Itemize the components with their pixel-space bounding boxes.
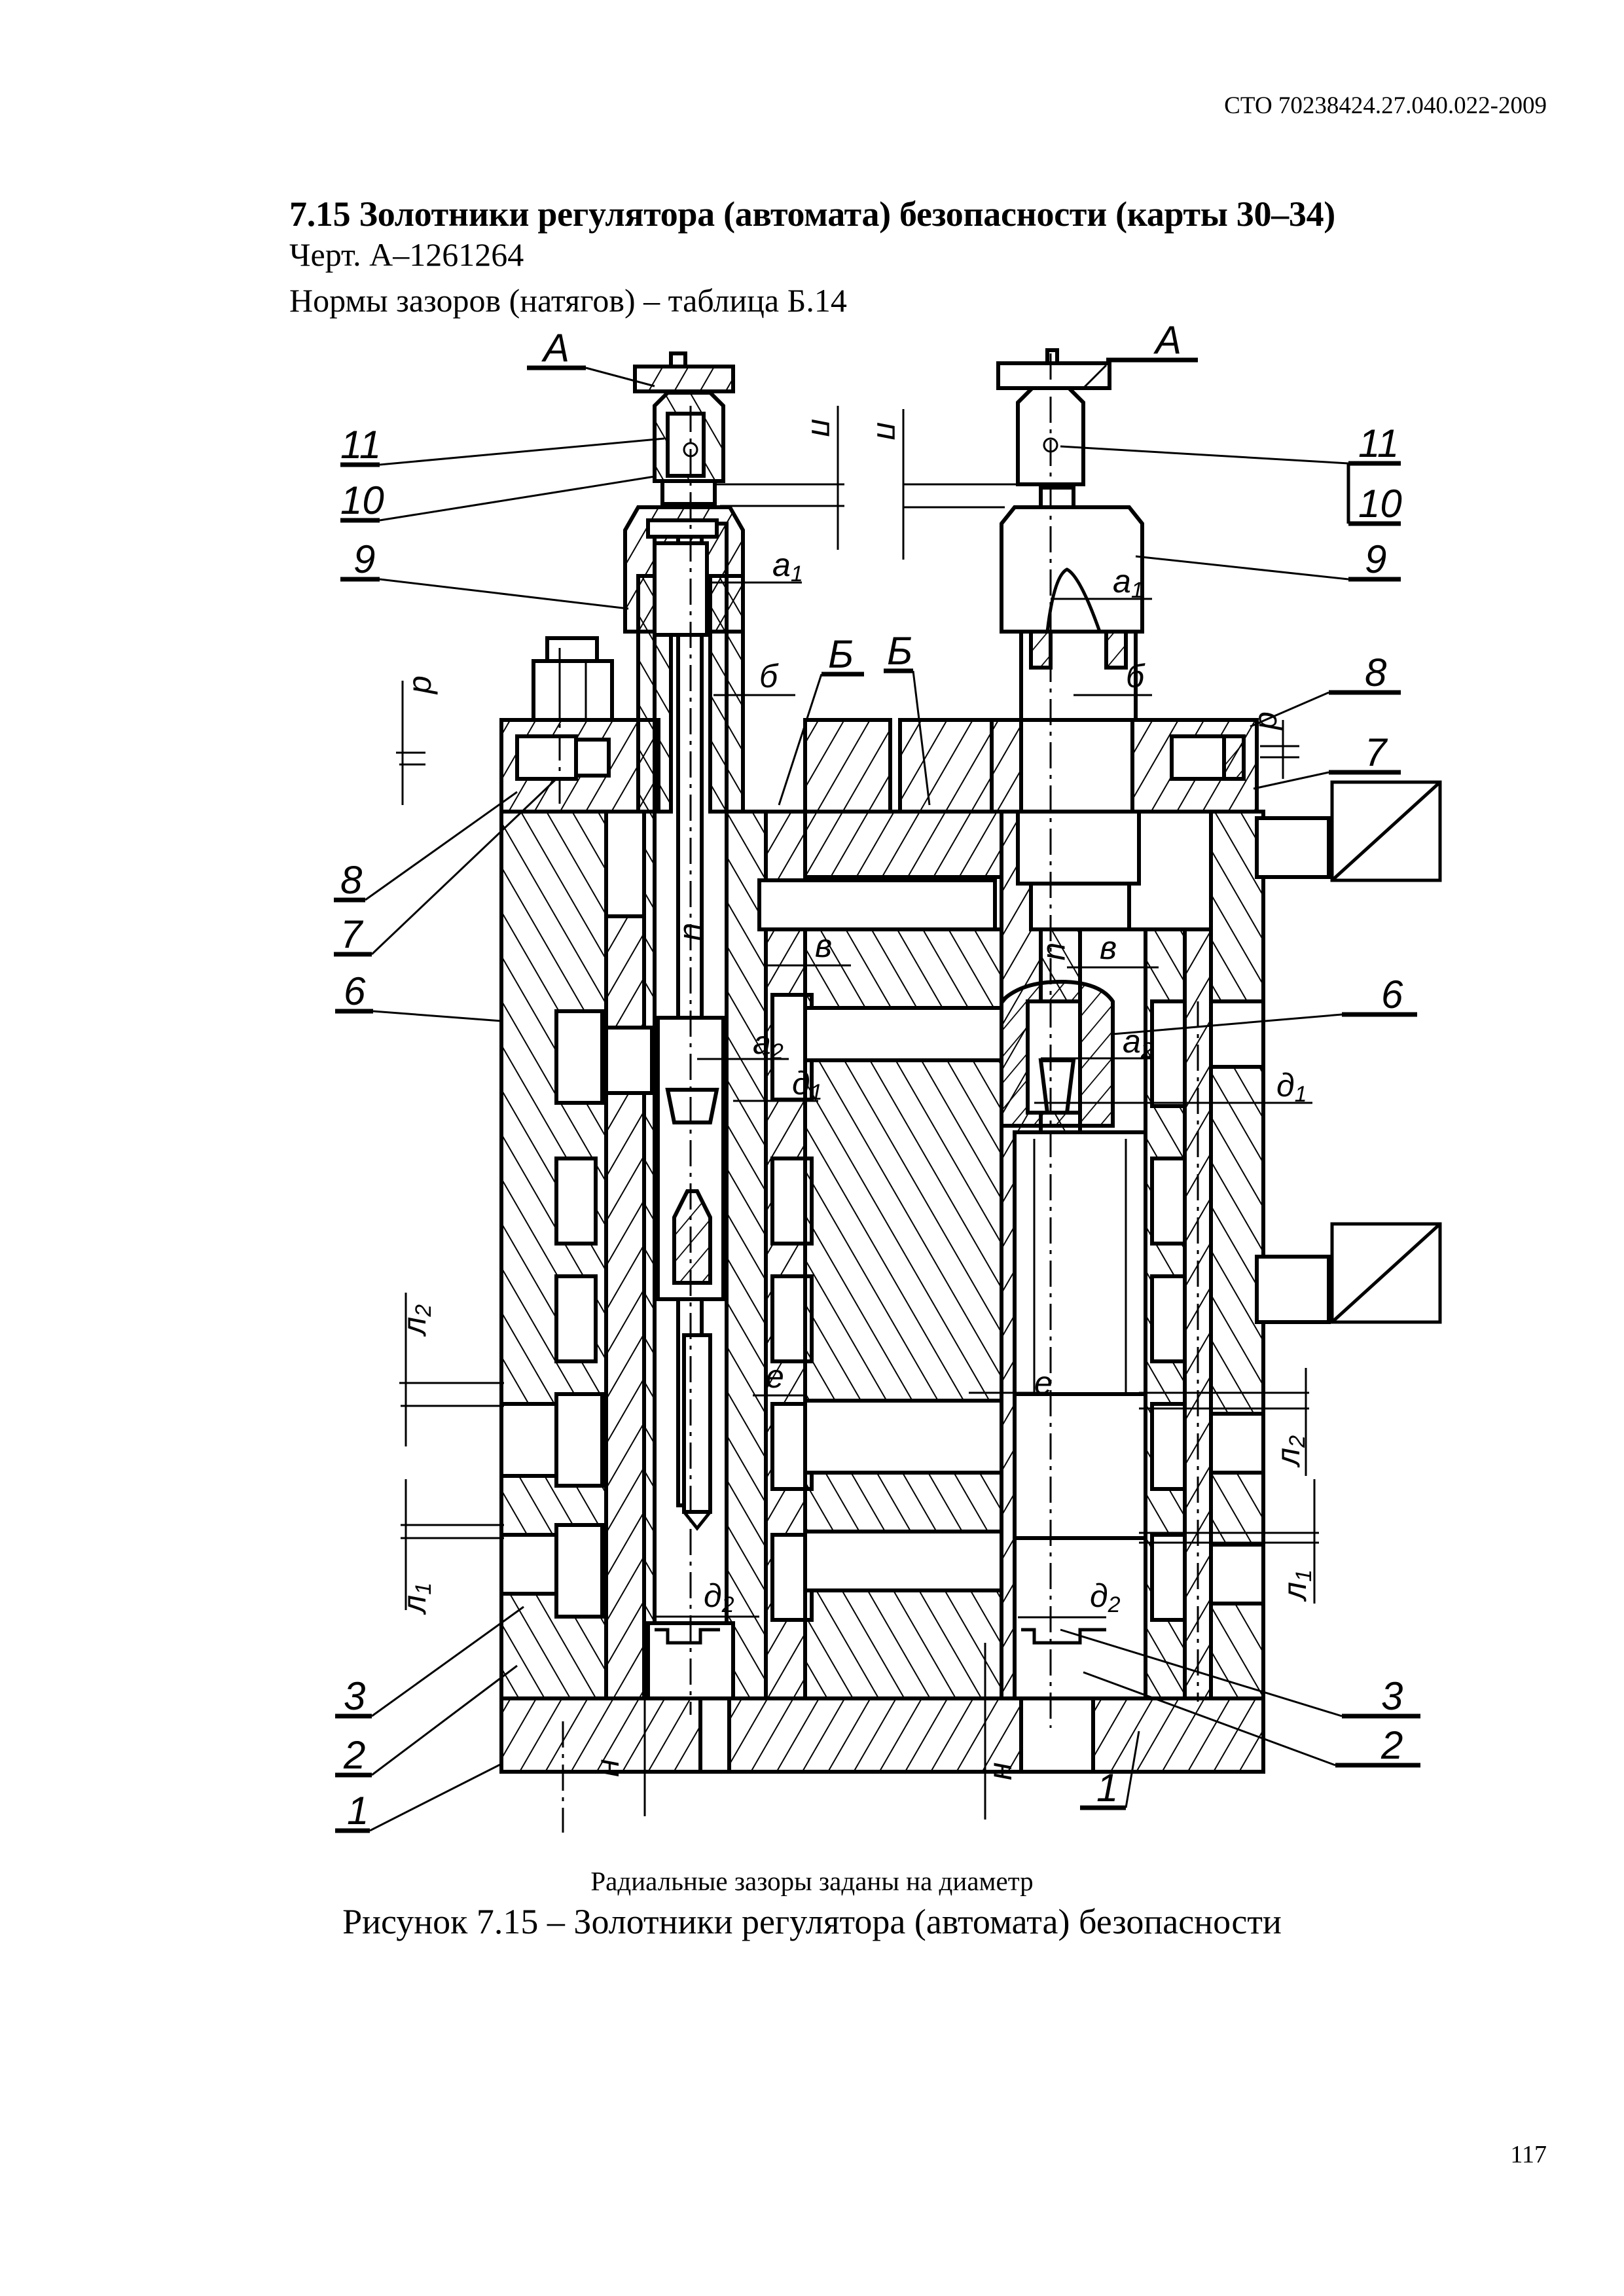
- callout-3-right: 3: [1381, 1674, 1403, 1718]
- callout-1-right: 1: [1096, 1766, 1118, 1810]
- clearance-r-left: р: [401, 675, 438, 695]
- external-box-lower: [1330, 1222, 1442, 1324]
- clearance-l2-left: л2: [396, 1304, 436, 1337]
- callout-11-left: 11: [340, 423, 381, 467]
- base-plate: [499, 1696, 1265, 1774]
- callout-2-left: 2: [343, 1733, 365, 1777]
- callout-7-right: 7: [1365, 730, 1388, 774]
- clearance-b-right: б: [1126, 658, 1146, 694]
- clearance-n-left: н: [589, 1759, 626, 1777]
- view-label-b-right: Б: [887, 629, 912, 673]
- clearance-p-right: п: [870, 422, 907, 440]
- callout-2-right: 2: [1380, 1723, 1403, 1767]
- clearance-l2-right: л2: [1270, 1435, 1310, 1468]
- callout-8-right: 8: [1365, 651, 1387, 694]
- clearance-v-left: в: [815, 927, 832, 964]
- clearance-e-left: е: [766, 1358, 784, 1395]
- view-label-a-left: А: [541, 326, 569, 370]
- view-label-a-right: А: [1153, 318, 1182, 362]
- clearance-b-left: б: [759, 658, 779, 694]
- clearance-a2-left: а2: [753, 1024, 784, 1064]
- clearance-i-left: и: [677, 923, 713, 941]
- clearance-d1-left: д1: [792, 1065, 823, 1105]
- callout-8-left: 8: [340, 858, 363, 902]
- clearance-a1-right: а1: [1113, 563, 1144, 603]
- clearance-r-right: р: [1247, 711, 1284, 731]
- view-label-b-left: Б: [828, 632, 854, 676]
- callout-7-left: 7: [340, 912, 364, 956]
- right-callouts: А 11 10 9 п а1 Б б 8 р: [870, 318, 1420, 1820]
- callout-1-left: 1: [347, 1789, 369, 1833]
- standard-code: СТО 70238424.27.040.022-2009: [1224, 92, 1547, 119]
- clearance-norms-reference: Нормы зазоров (натягов) – таблица Б.14: [289, 282, 847, 319]
- clearance-a2-right: а2: [1123, 1023, 1153, 1063]
- figure-caption: Рисунок 7.15 – Золотники регулятора (авт…: [342, 1902, 1282, 1941]
- center-housing: [757, 718, 1003, 1700]
- clearance-d1-right: д1: [1276, 1067, 1307, 1107]
- page-number: 117: [1510, 2141, 1547, 2168]
- callout-6-right: 6: [1381, 973, 1403, 1016]
- callout-10-left: 10: [340, 478, 384, 522]
- clearance-d2-right: д2: [1090, 1577, 1121, 1617]
- clearance-i-right: и: [1040, 942, 1077, 961]
- callout-3-left: 3: [344, 1674, 365, 1718]
- clearance-d2-left: д2: [704, 1577, 734, 1617]
- callout-9-left: 9: [353, 537, 375, 581]
- left-callouts: А 11 10 9 8 7 6 3 2 1: [334, 326, 864, 1833]
- section-title: 7.15 Золотники регулятора (автомата) без…: [289, 194, 1335, 234]
- clearance-l1-right: л1: [1276, 1570, 1316, 1602]
- left-assembly: [499, 351, 814, 1833]
- callout-9-right: 9: [1365, 537, 1386, 581]
- clearance-e-right: е: [1034, 1365, 1053, 1401]
- callout-10-right: 10: [1358, 482, 1402, 526]
- clearance-l1-left: л1: [396, 1583, 436, 1615]
- figure-note: Радиальные зазоры заданы на диаметр: [590, 1866, 1034, 1896]
- clearance-p-left: п: [804, 419, 841, 437]
- drawing-reference: Черт. А–1261264: [289, 236, 524, 273]
- callout-11-right: 11: [1358, 422, 1399, 465]
- external-box-upper: [1330, 780, 1442, 882]
- clearance-a1-left: а1: [772, 547, 803, 586]
- callout-6-left: 6: [344, 969, 366, 1013]
- clearance-n-right: н: [982, 1762, 1019, 1780]
- clearance-v-right: в: [1100, 929, 1117, 966]
